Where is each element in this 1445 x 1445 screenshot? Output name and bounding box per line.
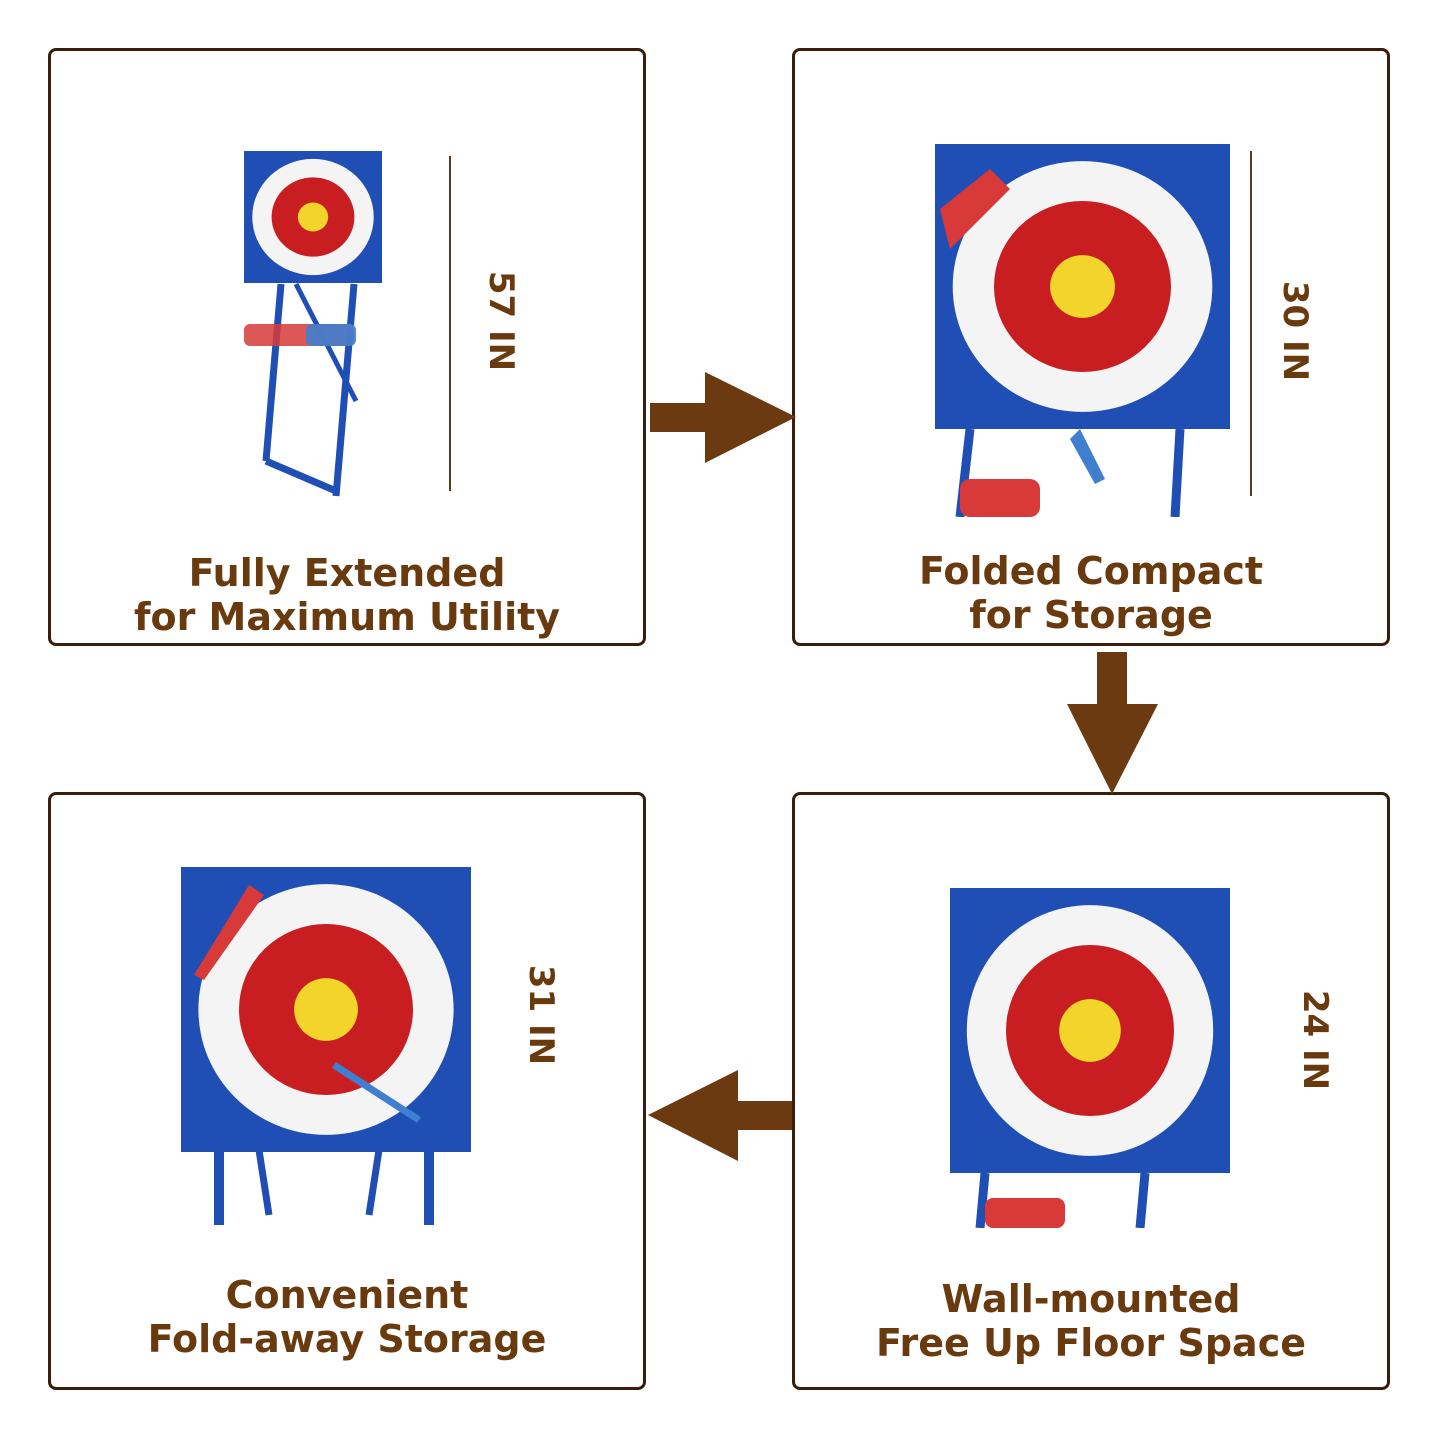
caption-line-1: Folded Compact bbox=[918, 549, 1264, 593]
panel-fold-away: 31 IN Convenient Fold-away Storage bbox=[48, 792, 646, 1390]
target-fold-away-image bbox=[181, 867, 471, 1225]
dimension-label: 30 IN bbox=[1275, 280, 1316, 382]
caption-line-1: Wall-mounted bbox=[941, 1277, 1241, 1321]
dimension-label: 31 IN bbox=[521, 964, 562, 1066]
arrow-right-icon bbox=[650, 372, 796, 463]
target-folded-image bbox=[935, 144, 1230, 517]
arrow-left-icon bbox=[648, 1070, 792, 1161]
target-stand-extended-image bbox=[244, 151, 382, 497]
panel-wall-mounted: 24 IN Wall-mounted Free Up Floor Space bbox=[792, 792, 1390, 1390]
height-line bbox=[1250, 151, 1252, 496]
dimension-label: 24 IN bbox=[1295, 989, 1336, 1091]
caption-line-2: for Storage bbox=[969, 593, 1213, 637]
caption-line-1: Convenient bbox=[225, 1273, 469, 1317]
height-line bbox=[449, 156, 451, 491]
panel-fully-extended: 57 IN Fully Extended for Maximum Utility bbox=[48, 48, 646, 646]
caption-line-1: Fully Extended bbox=[188, 551, 506, 595]
arrow-down-icon bbox=[1067, 652, 1158, 794]
caption-line-2: Fold-away Storage bbox=[147, 1317, 547, 1361]
caption-line-2: Free Up Floor Space bbox=[875, 1321, 1306, 1365]
panel-folded-compact: 30 IN Folded Compact for Storage bbox=[792, 48, 1390, 646]
target-wall-mounted-image bbox=[950, 888, 1230, 1228]
dimension-label: 57 IN bbox=[481, 270, 522, 372]
caption-line-2: for Maximum Utility bbox=[133, 595, 561, 639]
